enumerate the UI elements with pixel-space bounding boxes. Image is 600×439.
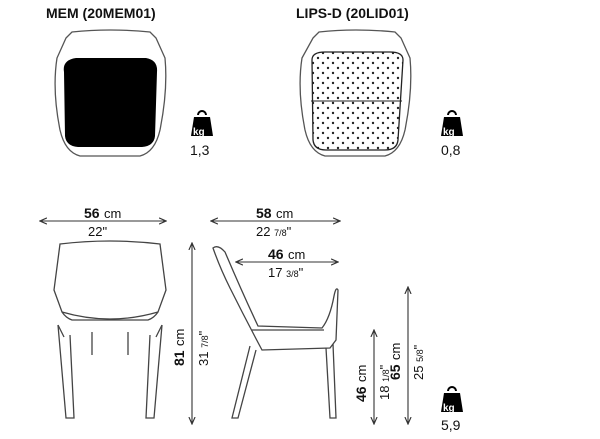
seat-depth-inch: 17 3/8" <box>268 265 304 280</box>
side-depth-cm: 58 cm <box>256 205 294 221</box>
svg-text:kg: kg <box>443 127 455 138</box>
chair-front-view <box>53 240 167 419</box>
arm-height-cm: 65 cm <box>387 342 403 380</box>
lips-d-weight: 0,8 <box>441 142 461 158</box>
chair-weight: 5,9 <box>441 417 461 433</box>
side-depth-inch: 22 7/8" <box>256 224 292 239</box>
total-height-cm: 81 cm <box>171 328 187 366</box>
svg-text:kg: kg <box>193 127 205 138</box>
seat-depth-cm: 46 cm <box>268 246 306 262</box>
seat-height-cm: 46 cm <box>353 364 369 402</box>
lips-d-chair-top-view <box>299 29 412 157</box>
mem-title: MEM (20MEM01) <box>46 5 156 21</box>
mem-chair-top-view <box>54 29 167 157</box>
front-width-inch: 22" <box>88 224 108 239</box>
kg-weight-icon <box>441 386 463 412</box>
mem-cushion-pad <box>63 58 158 147</box>
kg-weight-icon <box>441 110 463 136</box>
front-width-cm: 56 cm <box>84 205 122 221</box>
total-height-inch: 31 7/8" <box>196 330 211 366</box>
lips-d-title: LIPS-D (20LID01) <box>296 5 409 21</box>
chair-side-view <box>212 246 339 419</box>
mem-weight: 1,3 <box>190 142 210 158</box>
kg-weight-icon <box>191 110 213 136</box>
svg-text:kg: kg <box>443 403 455 414</box>
arm-height-inch: 25 5/8" <box>411 344 426 380</box>
dimension-lines <box>40 221 408 424</box>
